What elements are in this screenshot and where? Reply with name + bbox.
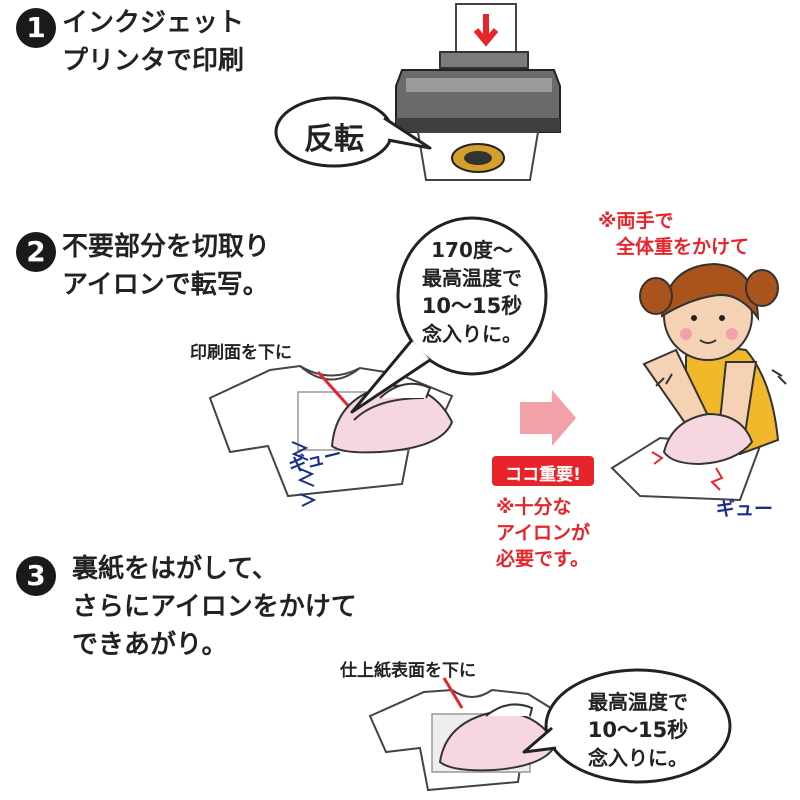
shirt-iron-illustration-step3 [368,677,566,792]
squeeze-lines-right [651,451,724,491]
shirt-iron-illustration-step2 [208,364,454,507]
enough-iron-line2: アイロンが [496,522,591,544]
paper-tray [439,51,529,69]
next-arrow-icon [520,390,576,446]
bubble1-time: 10〜15秒 [421,294,523,318]
reverse-bubble [274,96,432,168]
step-2-text-line2: アイロンで転写。 [62,270,269,300]
bubble1-line2: 最高温度で [422,266,522,290]
bubble1-line1: 170度〜 [431,238,513,262]
iron-girl [662,412,754,466]
full-weight-line1: ※両手で [598,210,674,232]
girl-hair [660,262,760,322]
step-3-text-line1: 裏紙をはがして、 [72,554,278,584]
finish-side-pointer [442,677,464,709]
squeeze-lines-left [291,441,317,507]
iron-temp-bubble-2 [522,668,732,784]
printer-illustration [395,3,561,181]
enough-iron-line3: 必要です。 [496,548,590,570]
reverse-label: 反転 [304,122,364,157]
step-2-text-line1: 不要部分を切取り [62,232,271,262]
full-weight-line2: 全体重をかけて [616,236,750,258]
hair-bun-left [639,277,673,315]
key-point-label: ココ重要! [505,465,581,485]
step-3-number: 3 [16,556,56,596]
step-3-text-line2: さらにアイロンをかけて [72,592,357,622]
squeeze-label-right: ギュー [716,498,774,520]
key-point-badge [492,456,594,486]
step-1-text-line2: プリンタで印刷 [62,46,245,76]
step-2-number: 2 [16,232,56,272]
step-1-text-line1: インクジェット [62,8,245,38]
printer-top-panel [406,78,552,92]
iron-temp-bubble-1 [350,216,548,414]
bubble2-line1: 最高温度で [588,690,688,714]
step-1-number: 1 [16,8,56,48]
print-side-pointer [316,370,354,412]
iron-handle-step2 [379,382,432,399]
bubble2-time: 10〜15秒 [587,718,689,742]
finish-side-down-label: 仕上紙表面を下に [340,661,476,681]
step-3-text-line3: できあがり。 [72,630,228,660]
enough-iron-line1: ※十分な [496,496,572,518]
printed-design-center [464,151,492,165]
bubble2-line3: 念入りに。 [588,746,688,770]
bubble1-line4: 念入りに。 [422,322,522,346]
print-side-down-label: 印刷面を下に [190,343,292,363]
printer-base [396,118,560,132]
paper-feed-arrow-icon [473,14,499,47]
girl-ironing-illustration [610,262,787,502]
hair-bun-right [745,269,779,307]
